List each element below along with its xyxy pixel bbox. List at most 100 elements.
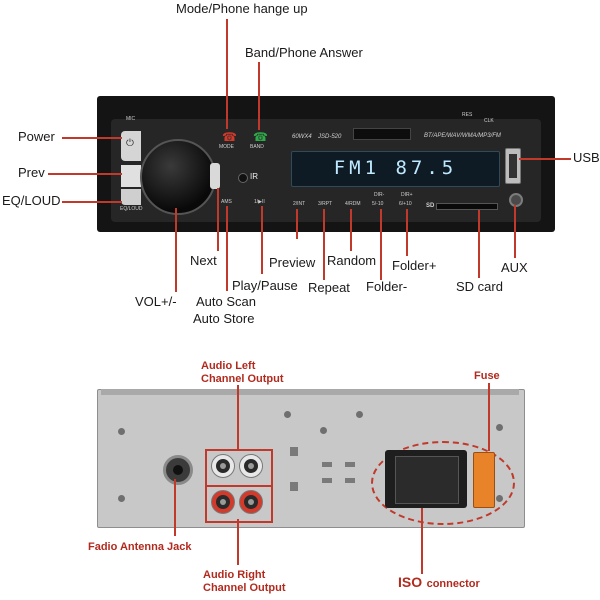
label-audio-left: Audio Left Channel Output [201,360,284,385]
label-repeat: Repeat [308,280,350,295]
vent-slot [345,478,355,483]
label-next: Next [190,253,217,268]
play-pause-button[interactable]: 1/▶II [254,199,265,205]
cd-slot [353,128,411,140]
label-prev: Prev [18,165,45,180]
label-mode-phone-hangup: Mode/Phone hange up [176,1,308,16]
label-audio-right: Audio Right Channel Output [203,569,286,594]
callout-line-audio-left [237,385,239,449]
label-fuse: Fuse [474,370,500,382]
callout-line-sd [478,210,480,278]
callout-line-folder-plus [406,209,408,256]
callout-line-audio-right [237,519,239,565]
lcd-display: FM1 87.5 [291,151,500,187]
model-text: JSD-520 [318,134,342,140]
rca-right-red[interactable] [212,491,234,513]
screw-hole [284,411,291,418]
label-eq-loud: EQ/LOUD [2,193,61,208]
mode-text: MODE [219,144,234,150]
callout-line-eq [62,201,122,203]
label-folder-minus: Folder- [366,279,408,294]
callout-line-antenna [174,479,176,536]
callout-line-play [261,206,263,274]
eq-loud-button[interactable] [121,189,141,205]
callout-line-band [258,62,260,130]
rca-left-white[interactable] [212,455,234,477]
label-antenna-jack: Fadio Antenna Jack [88,541,192,553]
iso-highlight [371,441,515,525]
aux-jack[interactable] [509,193,523,207]
screw-hole [496,424,503,431]
preset-5-button[interactable]: 5/-10 [372,201,384,207]
callout-line-folder-minus [380,209,382,280]
band-answer-icon[interactable]: ☎ [253,130,268,144]
vent-slot [322,462,332,467]
eq-loud-small-text: EQ/LOUD [120,206,143,212]
label-usb: USB [573,150,600,165]
audio-right-group [205,485,273,523]
preset-6-button[interactable]: 6/+10 [399,201,412,207]
iso-connector[interactable] [385,450,467,508]
chassis-top-edge [101,389,519,395]
callout-line-repeat [323,209,325,280]
label-vol: VOL+/- [135,294,177,309]
antenna-jack[interactable] [163,455,193,485]
volume-knob[interactable] [140,139,216,215]
power-button[interactable]: ⏻ [121,131,141,161]
ams-button[interactable]: AMS [221,199,232,205]
label-random: Random [327,253,377,268]
label-power: Power [18,129,55,144]
label-aux: AUX [501,260,528,275]
label-iso: ISO [398,574,423,590]
usb-port[interactable] [505,148,521,184]
callout-line-next [217,188,219,251]
label-auto-store: Auto Store [193,311,255,326]
callout-line-usb [519,158,571,160]
label-band-phone-answer: Band/Phone Answer [245,45,363,60]
sd-text: SD [426,203,435,209]
clk-text: CLK [484,118,494,124]
ir-text: IR [250,172,258,181]
label-auto-scan: Auto Scan [196,294,256,309]
callout-line-fuse [488,383,490,451]
callout-line-prev [48,173,122,175]
label-play-pause: Play/Pause [232,278,298,293]
ir-sensor-icon [238,173,248,183]
prev-button[interactable] [121,165,141,187]
preset-4-rdm-button[interactable]: 4/RDM [345,201,361,207]
preset-2-int-button[interactable]: 2/INT [293,201,306,207]
vent-slot [290,482,298,491]
power-icon: ⏻ [126,138,134,149]
callout-line-aux [514,205,516,258]
callout-line-preview [296,209,298,239]
vent-slot [345,462,355,467]
screw-hole [118,428,125,435]
vent-slot [290,447,298,456]
screw-hole [356,411,363,418]
callout-line-iso [421,508,423,574]
mic-text: MIC [126,116,136,122]
band-text: BAND [250,144,264,150]
callout-line-power [62,137,122,139]
rca-left-white-2[interactable] [240,455,262,477]
callout-line-random [350,209,352,251]
callout-line-mode [226,19,228,129]
screw-hole [118,495,125,502]
sd-slot[interactable] [436,203,498,210]
label-sd-card: SD card [456,279,503,294]
rca-right-red-2[interactable] [240,491,262,513]
mode-hangup-icon[interactable]: ☎ [222,130,237,144]
preset-3-rpt-button[interactable]: 3/RPT [318,201,333,207]
label-iso-connector: ISO connector [398,574,480,592]
next-button[interactable] [210,163,220,189]
res-text: RES [462,112,473,118]
callout-line-ams [226,206,228,291]
fuse[interactable] [473,452,495,508]
label-preview: Preview [269,255,316,270]
formats-text: BT/APE/WAV/WMA/MP3/FM [424,133,501,139]
screw-hole [320,427,327,434]
display-readout: FM1 87.5 [333,157,458,179]
label-folder-plus: Folder+ [392,258,437,273]
callout-line-vol [175,208,177,292]
label-connector: connector [426,578,480,590]
